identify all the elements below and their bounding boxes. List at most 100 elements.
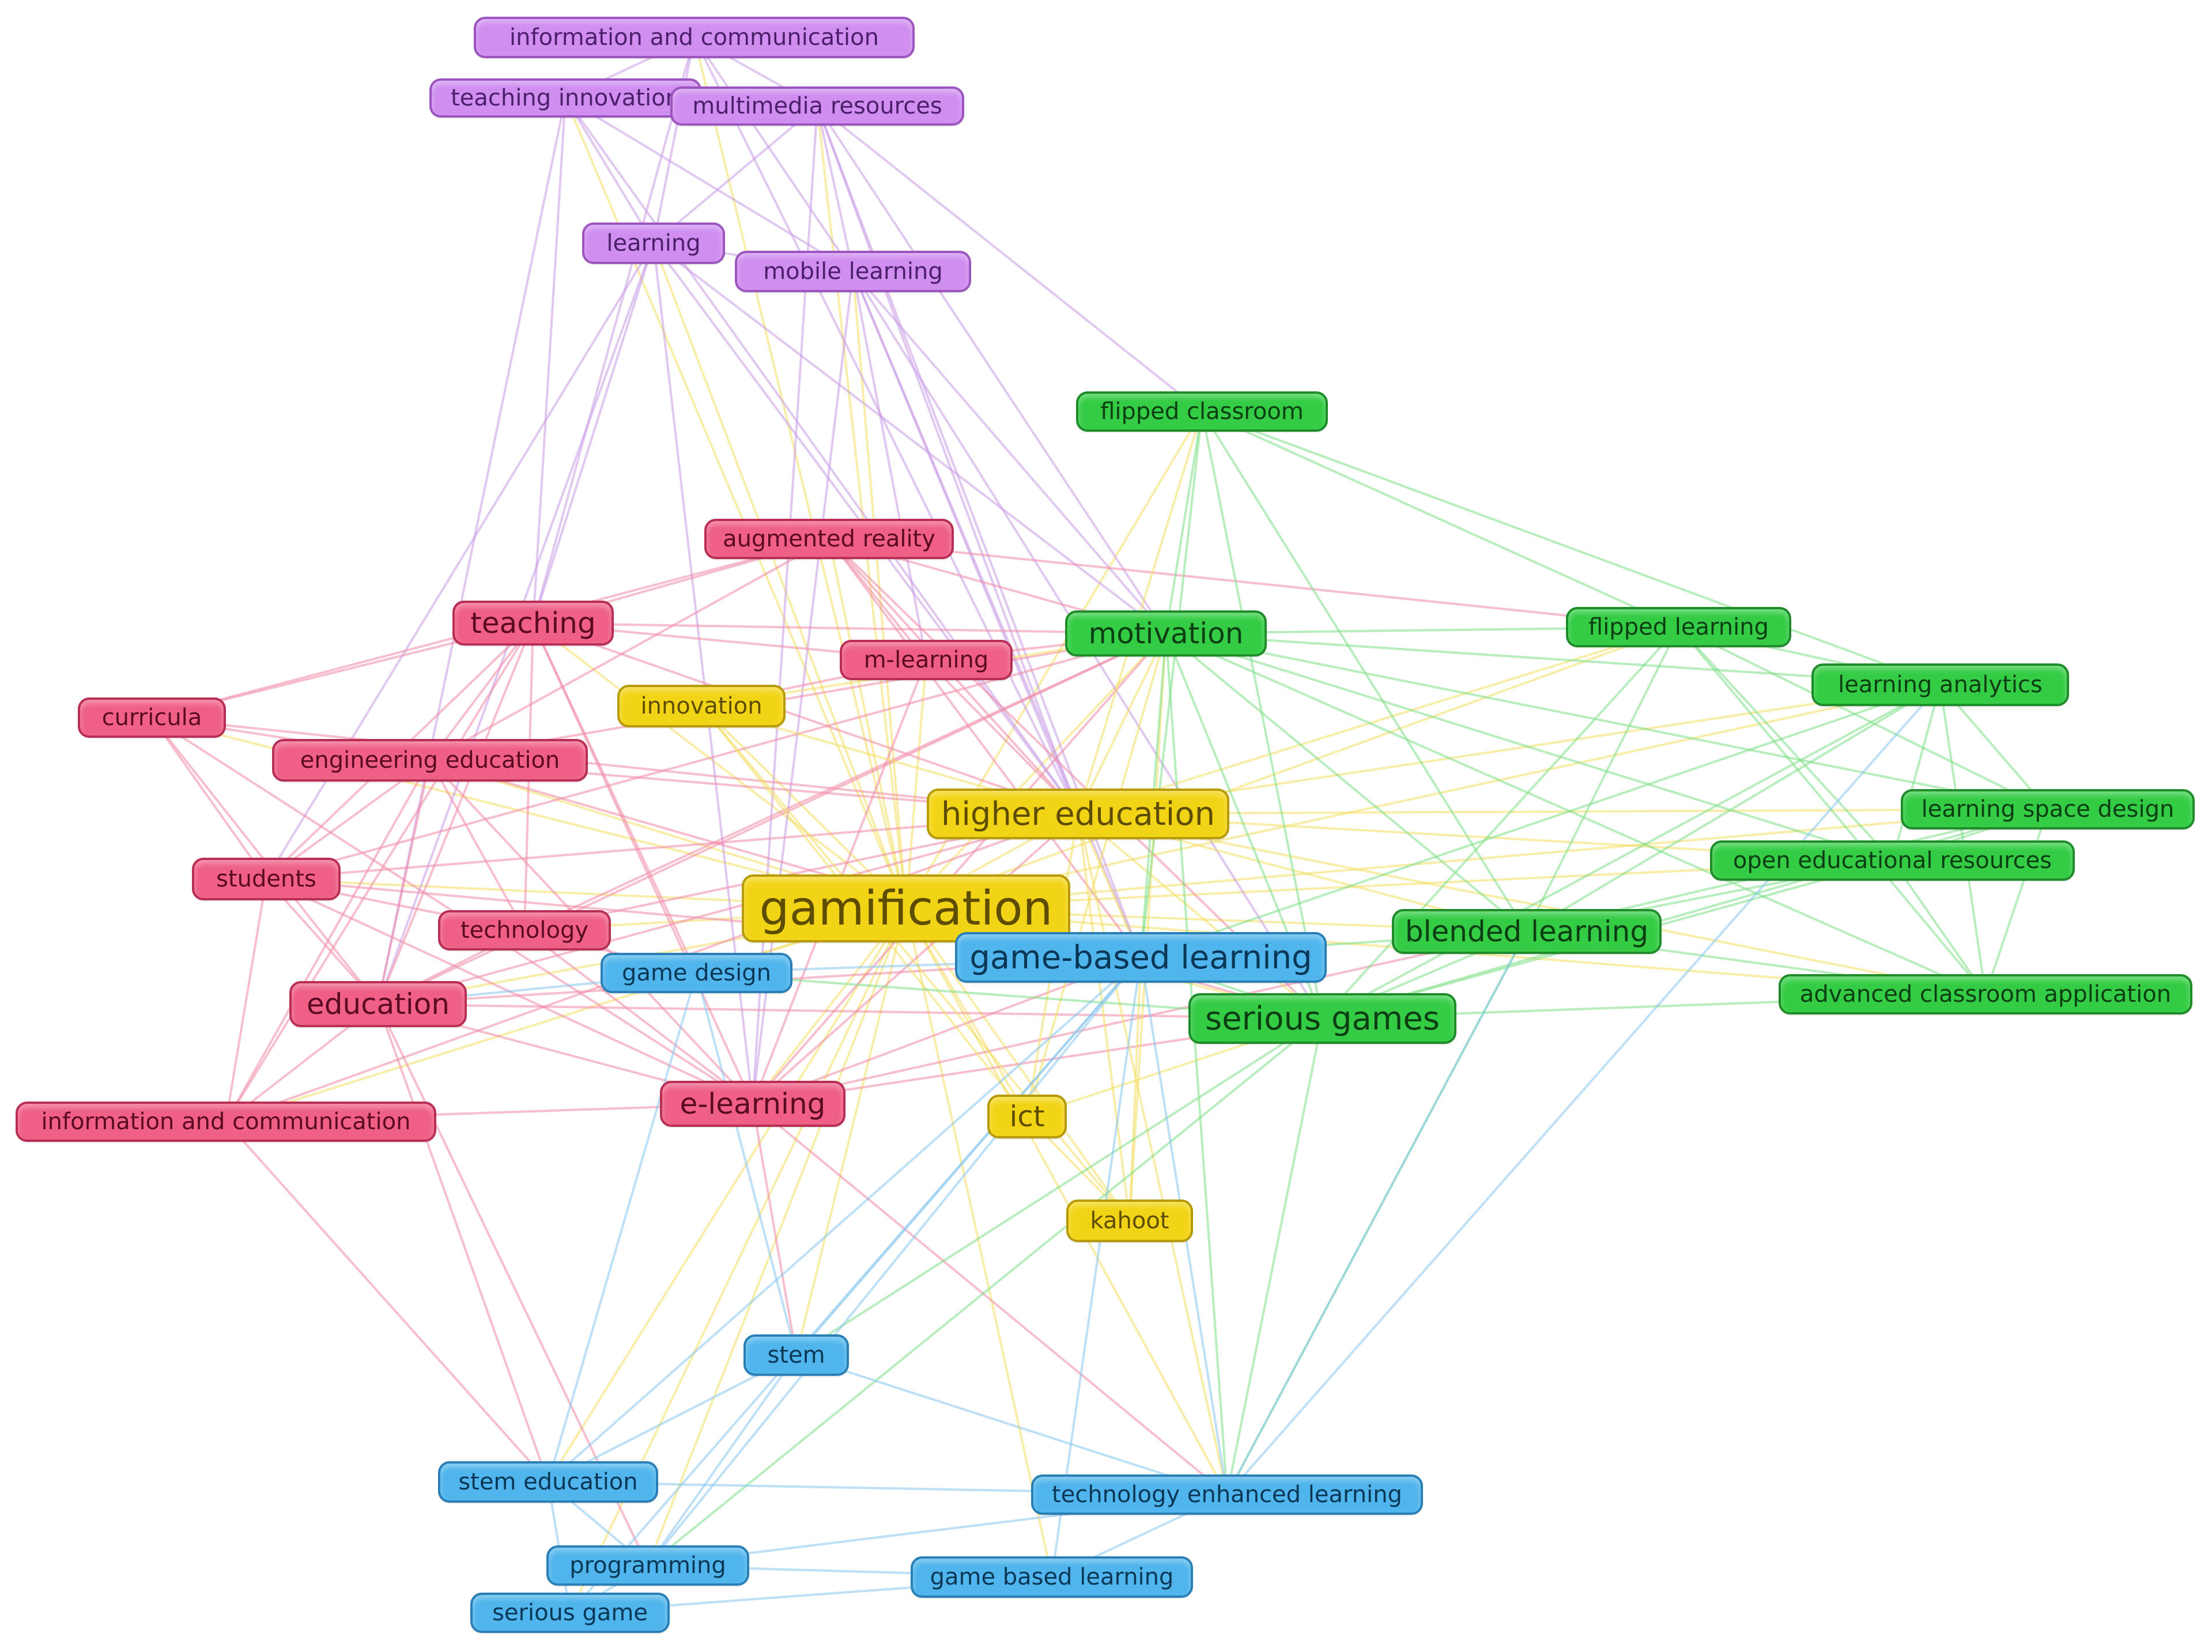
edge-teaching-innovation-higher-education: [564, 97, 1079, 815]
node-higher-education[interactable]: higher education: [927, 789, 1229, 839]
node-game-design[interactable]: game design: [601, 953, 792, 993]
edge-learning-analytics-open-educational-resources: [1891, 684, 1942, 861]
node-learning[interactable]: learning: [582, 222, 725, 264]
node-label: information and communication: [509, 24, 879, 51]
edge-gamification-learning: [652, 243, 907, 909]
edge-technology-e-learning: [523, 929, 754, 1105]
node-flipped-classroom[interactable]: flipped classroom: [1076, 391, 1328, 432]
node-label: learning analytics: [1838, 672, 2043, 698]
node-game-based-learning-hyphen[interactable]: game-based learning: [955, 932, 1327, 983]
node-blended-learning[interactable]: blended learning: [1392, 909, 1662, 954]
node-label: teaching innovation: [451, 85, 680, 111]
edge-teaching-higher-education: [533, 622, 1079, 815]
node-serious-game[interactable]: serious game: [470, 1593, 670, 1633]
node-motivation[interactable]: motivation: [1065, 610, 1267, 657]
node-gamification[interactable]: gamification: [742, 874, 1070, 942]
node-label: technology: [460, 917, 589, 944]
node-label: innovation: [640, 693, 763, 719]
edge-e-learning-motivation: [752, 632, 1167, 1105]
edge-gamification-stem-education: [547, 907, 907, 1483]
node-label: advanced classroom application: [1799, 981, 2172, 1008]
node-ict[interactable]: ict: [987, 1095, 1067, 1138]
node-innovation[interactable]: innovation: [617, 685, 786, 727]
edge-game-based-learning-hyphen-serious-game: [569, 956, 1142, 1614]
edge-kahoot-game-based-learning-hyphen: [1128, 957, 1142, 1221]
edge-education-higher-education: [378, 813, 1079, 1005]
edge-game-based-learning-hyphen-programming: [647, 956, 1142, 1567]
edge-gamification-teaching: [532, 622, 907, 910]
edge-education-serious-games: [378, 1003, 1323, 1020]
edge-game-based-learning-hyphen-stem-education: [547, 956, 1142, 1483]
node-label: kahoot: [1090, 1208, 1169, 1234]
edge-curricula-higher-education: [152, 716, 1078, 815]
edge-engineering-education-technology: [429, 760, 526, 931]
node-multimedia-resources[interactable]: multimedia resources: [670, 86, 964, 126]
node-stem-education[interactable]: stem education: [438, 1461, 658, 1503]
node-stem[interactable]: stem: [743, 1334, 849, 1376]
node-students[interactable]: students: [192, 858, 341, 900]
edge-learning-motivation: [652, 242, 1167, 635]
edge-multimedia-resources-flipped-classroom: [816, 105, 1203, 413]
node-kahoot[interactable]: kahoot: [1066, 1200, 1193, 1242]
node-open-educational-resources[interactable]: open educational resources: [1710, 840, 2075, 881]
edge-e-learning-technology-enhanced-learning: [752, 1103, 1228, 1496]
node-augmented-reality[interactable]: augmented reality: [704, 519, 954, 559]
edge-learning-space-design-advanced-classroom-application: [1984, 809, 2049, 995]
edge-gamification-learning-analytics: [905, 684, 1941, 910]
edge-gamification-game-based-learning: [905, 908, 1053, 1578]
edge-students-motivation: [266, 632, 1167, 880]
edge-motivation-learning-analytics: [1165, 632, 1941, 686]
edge-motivation-open-educational-resources: [1165, 632, 1893, 862]
node-education[interactable]: education: [289, 981, 467, 1027]
node-label: learning: [606, 230, 701, 257]
edge-gamification-mobile-learning: [852, 271, 907, 909]
edge-learning-analytics-advanced-classroom-application: [1939, 684, 1987, 995]
node-advanced-classroom-application[interactable]: advanced classroom application: [1779, 974, 2192, 1014]
node-label: curricula: [101, 704, 202, 731]
node-mobile-learning[interactable]: mobile learning: [735, 251, 971, 292]
node-label: learning space design: [1921, 796, 2175, 823]
edge-learning-teaching: [532, 243, 655, 624]
edge-engineering-education-education: [377, 760, 431, 1005]
edge-teaching-motivation: [533, 622, 1167, 635]
node-label: gamification: [759, 881, 1053, 936]
edge-flipped-classroom-learning-analytics: [1201, 410, 1941, 686]
edge-serious-games-stem: [795, 1017, 1323, 1356]
edge-higher-education-kahoot: [1077, 813, 1131, 1221]
node-serious-games[interactable]: serious games: [1188, 993, 1456, 1044]
edge-stem-stem-education: [548, 1354, 797, 1483]
node-engineering-education[interactable]: engineering education: [272, 739, 588, 782]
node-m-learning[interactable]: m-learning: [840, 640, 1013, 680]
node-e-learning[interactable]: e-learning: [660, 1081, 845, 1127]
edge-game-based-learning-hyphen-game-based-learning: [1051, 957, 1142, 1578]
node-programming[interactable]: programming: [546, 1545, 749, 1586]
edge-augmented-reality-flipped-learning: [829, 538, 1679, 628]
edge-serious-games-technology-enhanced-learning: [1226, 1018, 1324, 1495]
edge-info-comm-purple-higher-education: [693, 37, 1079, 814]
node-label: m-learning: [863, 647, 989, 673]
node-game-based-learning[interactable]: game based learning: [911, 1556, 1193, 1598]
node-info-comm-red[interactable]: information and communication: [16, 1102, 436, 1142]
node-teaching-innovation[interactable]: teaching innovation: [429, 78, 701, 118]
node-teaching[interactable]: teaching: [452, 601, 614, 646]
node-flipped-learning[interactable]: flipped learning: [1566, 607, 1791, 647]
node-label: teaching: [470, 606, 596, 640]
node-learning-space-design[interactable]: learning space design: [1901, 789, 2195, 829]
node-label: information and communication: [41, 1108, 411, 1135]
edge-higher-education-advanced-classroom-application: [1078, 813, 1986, 995]
edge-flipped-classroom-motivation: [1165, 411, 1203, 634]
edge-higher-education-serious-games: [1077, 813, 1323, 1020]
node-technology-enhanced-learning[interactable]: technology enhanced learning: [1031, 1474, 1423, 1515]
edge-gamification-info-comm-purple: [693, 37, 907, 909]
edge-technology-motivation: [524, 632, 1167, 931]
edge-e-learning-blended-learning: [752, 930, 1527, 1105]
node-label: ict: [1009, 1100, 1045, 1133]
node-technology[interactable]: technology: [438, 910, 611, 951]
node-curricula[interactable]: curricula: [78, 697, 226, 738]
edge-higher-education-motivation: [1077, 633, 1167, 814]
edge-kahoot-motivation: [1128, 633, 1167, 1221]
edge-multimedia-resources-motivation: [816, 105, 1167, 635]
node-learning-analytics[interactable]: learning analytics: [1811, 663, 2069, 706]
node-info-comm-purple[interactable]: information and communication: [474, 17, 915, 58]
